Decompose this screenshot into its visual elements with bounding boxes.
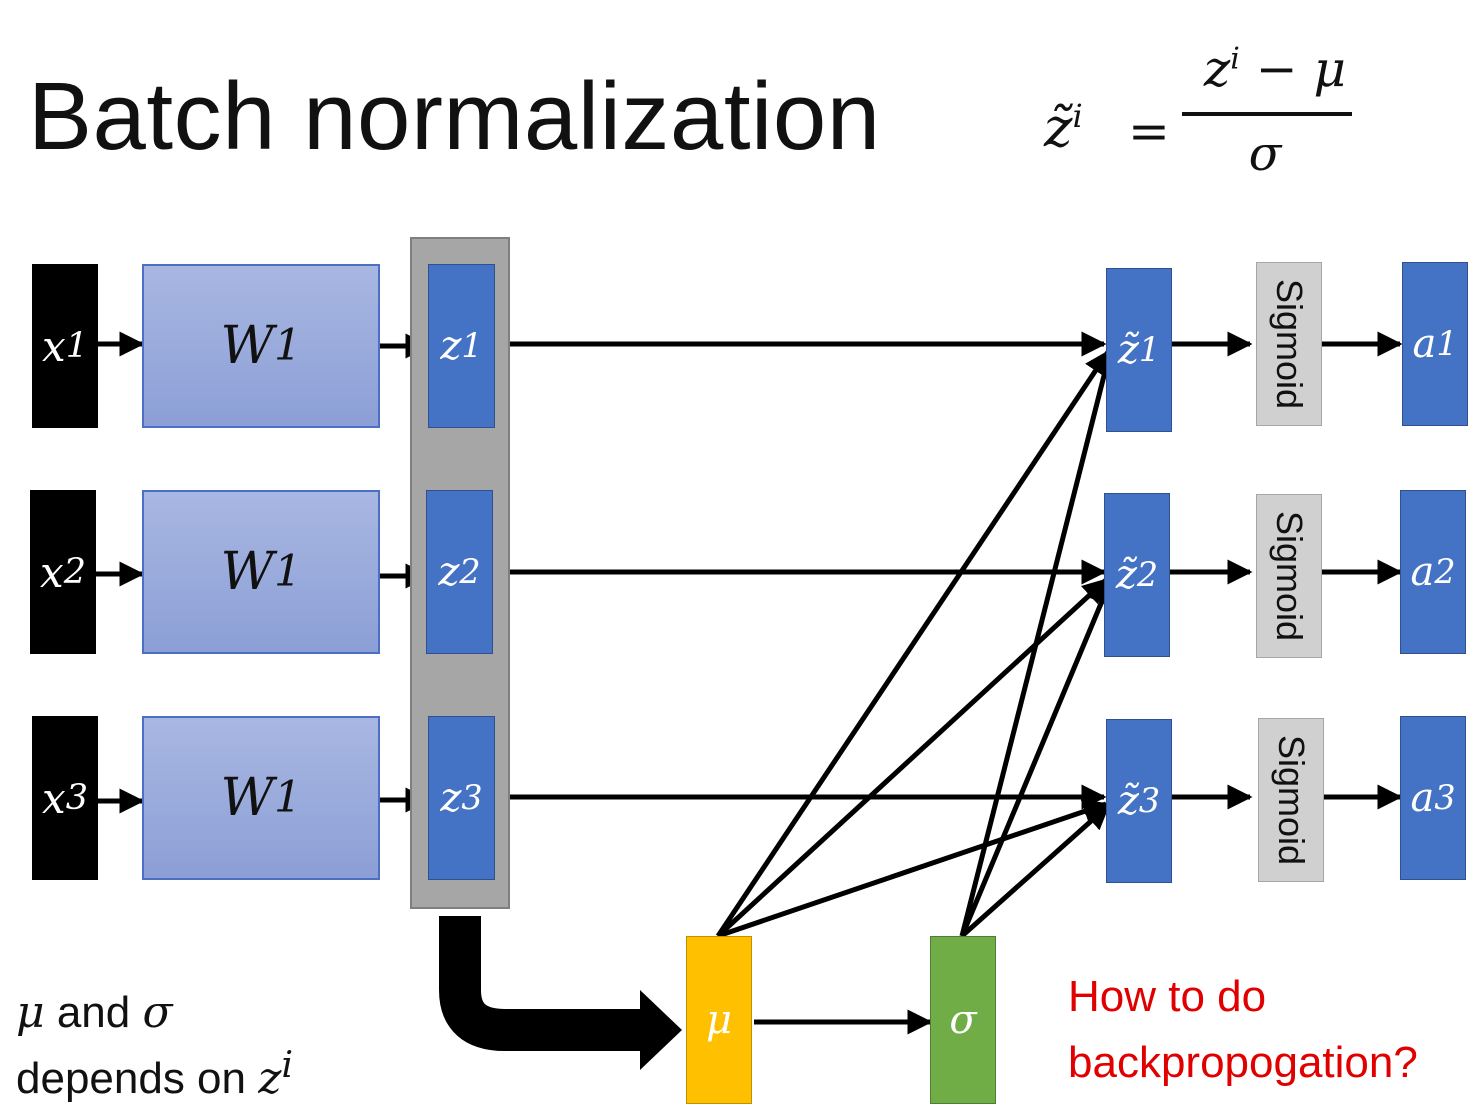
sigmoid-label: Sigmoid [1271,734,1312,866]
dependency-note: μ and σ depends on zi [16,980,293,1112]
sigmoid-box-2: Sigmoid [1256,494,1322,658]
question-line-2: backpropogation? [1068,1038,1418,1087]
arrow-mu-zt2 [716,578,1108,938]
fraction-bar [1182,112,1352,116]
arrow-sigma-zt1 [959,349,1117,937]
sigmoid-box-3: Sigmoid [1258,718,1324,882]
z-tilde3-box: z̃3 [1106,719,1172,883]
sigmoid-label: Sigmoid [1269,510,1310,642]
formula-equals: = [1128,102,1170,160]
formula-denominator: σ [1248,126,1282,182]
arrow-sigma-zt3 [960,804,1110,938]
z-tilde1-box: z̃1 [1106,268,1172,432]
mu-box: μ [686,936,752,1104]
arrow-sigma-zt2 [959,579,1113,937]
formula-numerator: zi − μ [1203,40,1347,98]
arrow-z-to-mu [439,916,640,1051]
arrow-mu-zt1 [715,349,1111,938]
sigmoid-label: Sigmoid [1269,278,1310,410]
note-line-1: μ and σ [16,987,173,1038]
arrow-mu-zt3 [717,799,1109,939]
sigmoid-box-1: Sigmoid [1256,262,1322,426]
z-tilde2-box: z̃2 [1104,493,1170,657]
normalization-formula: z̃i = zi − μ σ [1040,40,1370,190]
sigma-box: σ [930,936,996,1104]
formula-lhs: z̃i [1044,96,1083,159]
question-line-1: How to do [1068,972,1267,1021]
backprop-question: How to do backpropogation? [1068,964,1418,1096]
note-line-2: depends on zi [16,1043,294,1104]
slide-title: Batch normalization [28,63,881,170]
